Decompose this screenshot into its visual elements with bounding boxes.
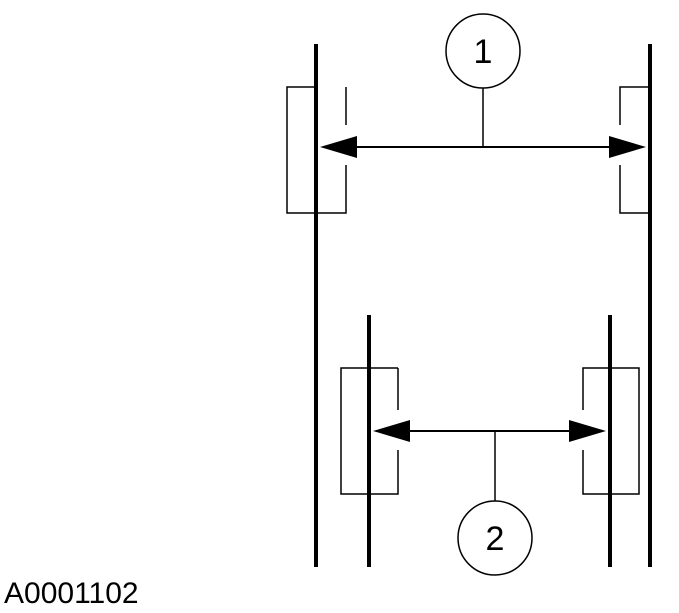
front-right-wheel [619,86,650,125]
rear-right-wheel [582,367,640,495]
front-axle [286,44,652,567]
front-left-wheel [286,86,347,214]
callout-1: 1 [445,13,521,89]
rear-right-wheel-upper [582,367,610,410]
rear-right-arrowhead [569,420,606,442]
callout-2-label: 2 [486,520,505,558]
figure-id: A0001102 [4,577,139,610]
callout-1-circle [445,13,521,89]
callout-2-circle [457,500,533,576]
rear-left-wheel-inner-lower [369,450,399,495]
front-right-wheel-lower [619,165,650,214]
front-right-arrowhead [609,136,646,158]
callout-2: 2 [457,500,533,576]
rear-left-arrowhead [373,420,410,442]
callout-1-label: 1 [474,33,493,71]
front-left-arrowhead [320,136,357,158]
rear-left-wheel [340,367,369,495]
rear-axle [340,315,640,567]
